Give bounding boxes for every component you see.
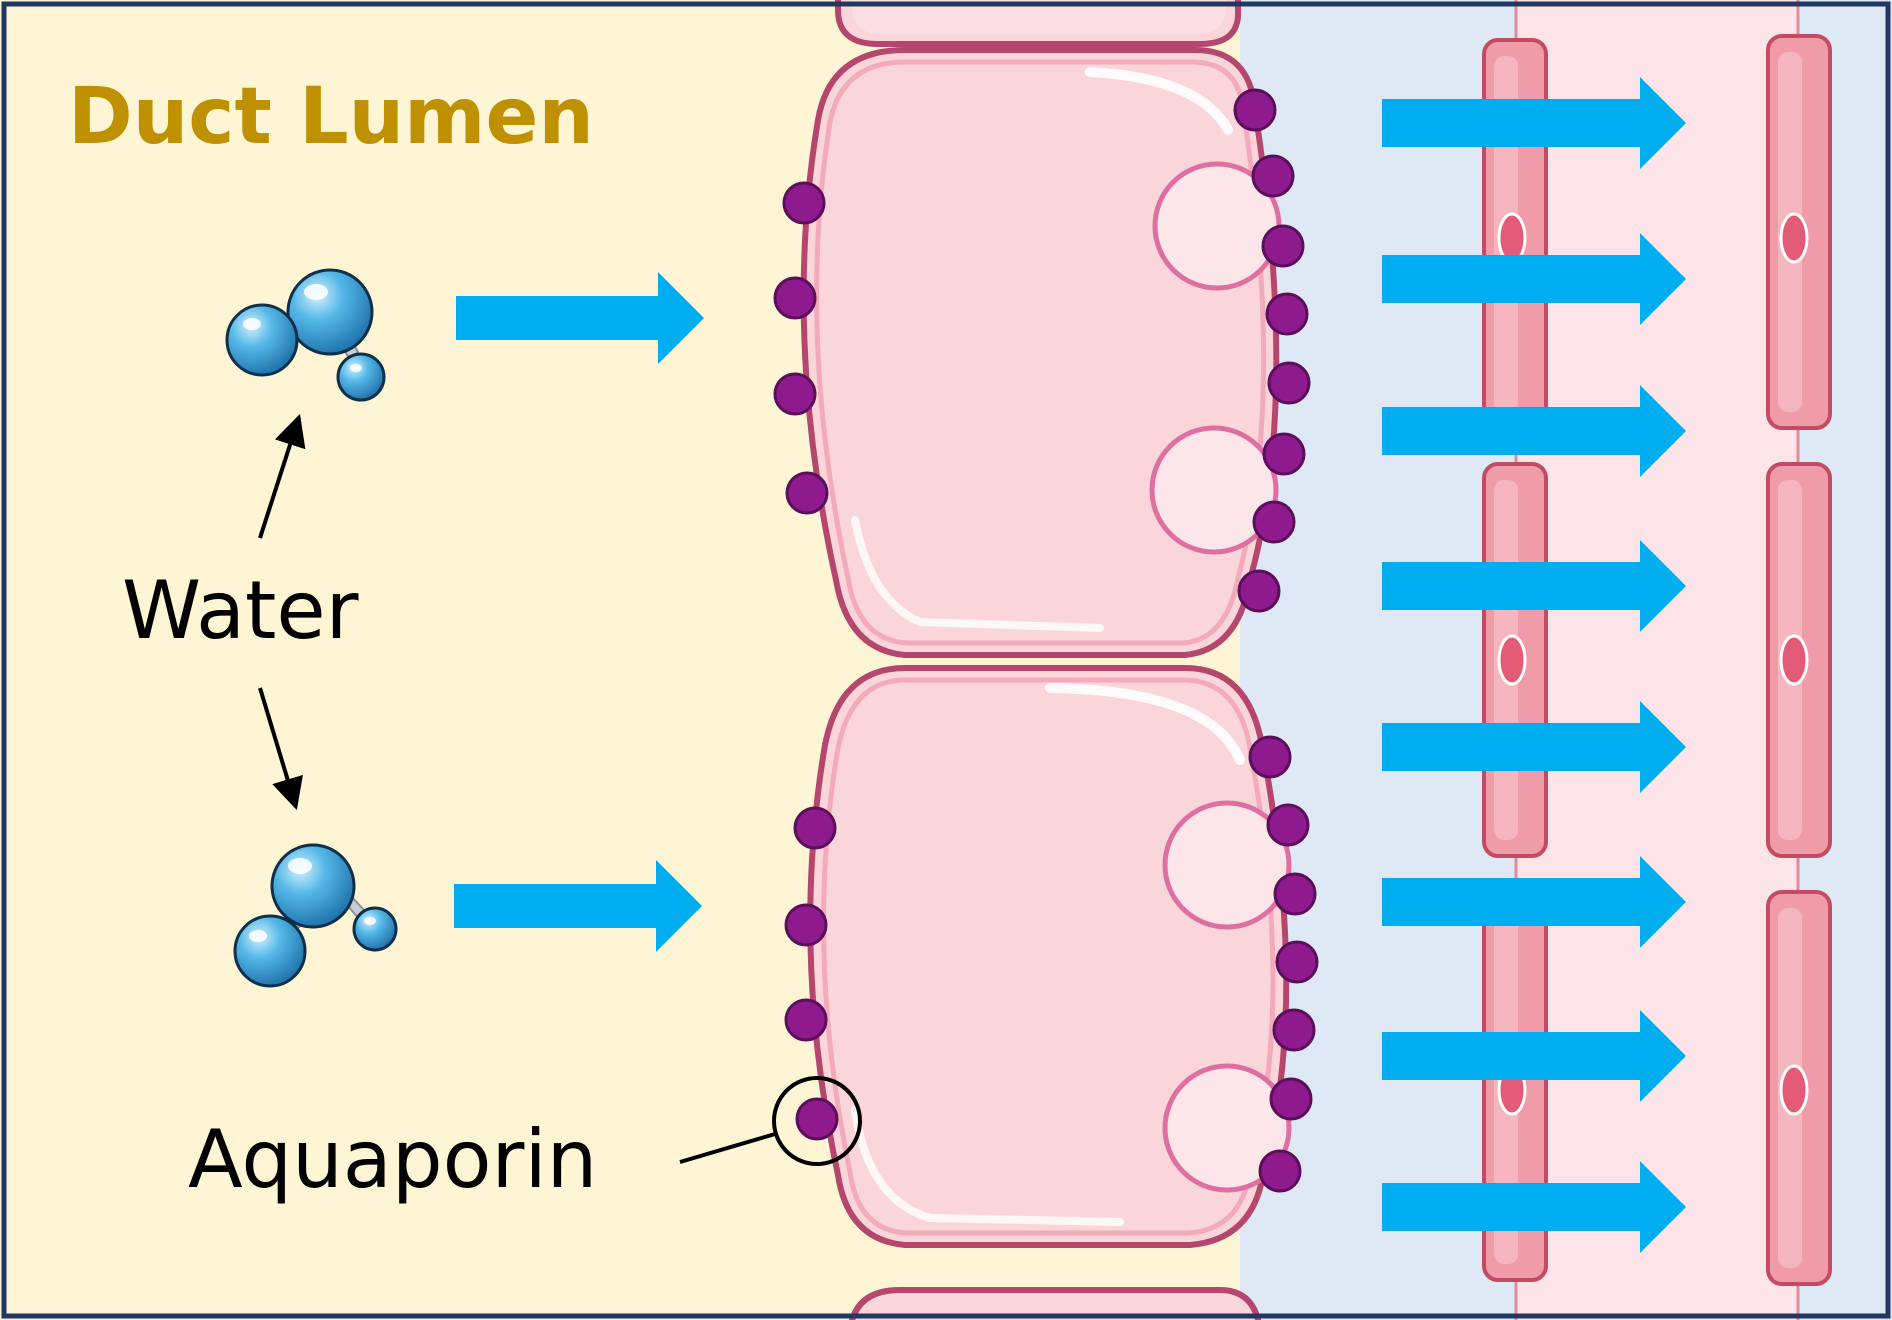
blood-cell xyxy=(1482,38,1548,432)
aquaporins-apical xyxy=(773,181,839,1141)
capillary-region xyxy=(1516,0,1798,1320)
aquaporin xyxy=(773,372,817,416)
aquaporin xyxy=(1273,872,1317,916)
aquaporin xyxy=(1252,500,1296,544)
aquaporin xyxy=(784,903,828,947)
water-label: Water xyxy=(122,564,359,657)
aquaporin xyxy=(1272,1008,1316,1052)
epithelial-cell-bottom-partial xyxy=(848,1287,1262,1320)
flow-arrow xyxy=(1382,1161,1686,1253)
flow-arrow xyxy=(1382,1010,1686,1102)
aquaporin xyxy=(1267,361,1311,405)
vesicle xyxy=(1149,425,1279,555)
aquaporin xyxy=(784,998,828,1042)
aquaporin xyxy=(1265,292,1309,336)
aquaporin xyxy=(793,806,837,850)
flow-arrow xyxy=(1382,233,1686,325)
epithelial-cell-top-partial xyxy=(835,0,1242,47)
aquaporin xyxy=(1262,432,1306,476)
water-pointer-up xyxy=(258,413,306,539)
aquaporin xyxy=(782,181,826,225)
aquaporin xyxy=(1237,569,1281,613)
epithelial-cell-upper xyxy=(800,47,1280,658)
blood-cell xyxy=(1766,890,1832,1286)
flow-arrow xyxy=(1382,77,1686,169)
aquaporin xyxy=(1258,1149,1302,1193)
vesicles xyxy=(1149,161,1292,1193)
aquaporin xyxy=(1261,224,1305,268)
title: Duct Lumen xyxy=(68,72,594,162)
flow-arrow xyxy=(1382,701,1686,793)
aquaporin xyxy=(785,471,829,515)
flow-arrows-basolateral xyxy=(1382,77,1686,1253)
vesicle xyxy=(1162,800,1292,930)
blood-cell xyxy=(1766,462,1832,858)
aquaporin xyxy=(1248,735,1292,779)
aquaporin xyxy=(1251,154,1295,198)
aquaporin-pointer xyxy=(679,1132,776,1164)
flow-arrow xyxy=(454,860,702,952)
water-pointer-down xyxy=(258,687,303,811)
flow-arrows-apical xyxy=(454,272,704,952)
blood-cell xyxy=(1482,462,1548,858)
aquaporin xyxy=(1233,88,1277,132)
flow-arrow xyxy=(1382,385,1686,477)
aquaporin-label: Aquaporin xyxy=(188,1113,597,1206)
aquaporin xyxy=(1266,803,1310,847)
aquaporin xyxy=(773,276,817,320)
blood-cell xyxy=(1766,34,1832,430)
flow-arrow xyxy=(1382,856,1686,948)
flow-arrow xyxy=(456,272,704,364)
aquaporin xyxy=(795,1097,839,1141)
vesicle xyxy=(1162,1063,1292,1193)
aquaporins-basolateral xyxy=(1233,88,1319,1193)
flow-arrow xyxy=(1382,540,1686,632)
aquaporin xyxy=(1275,940,1319,984)
water-molecule-icon xyxy=(225,268,386,402)
water-molecule-icon xyxy=(233,843,398,988)
aquaporin-highlight-ring xyxy=(772,1076,862,1166)
aquaporin xyxy=(1269,1077,1313,1121)
